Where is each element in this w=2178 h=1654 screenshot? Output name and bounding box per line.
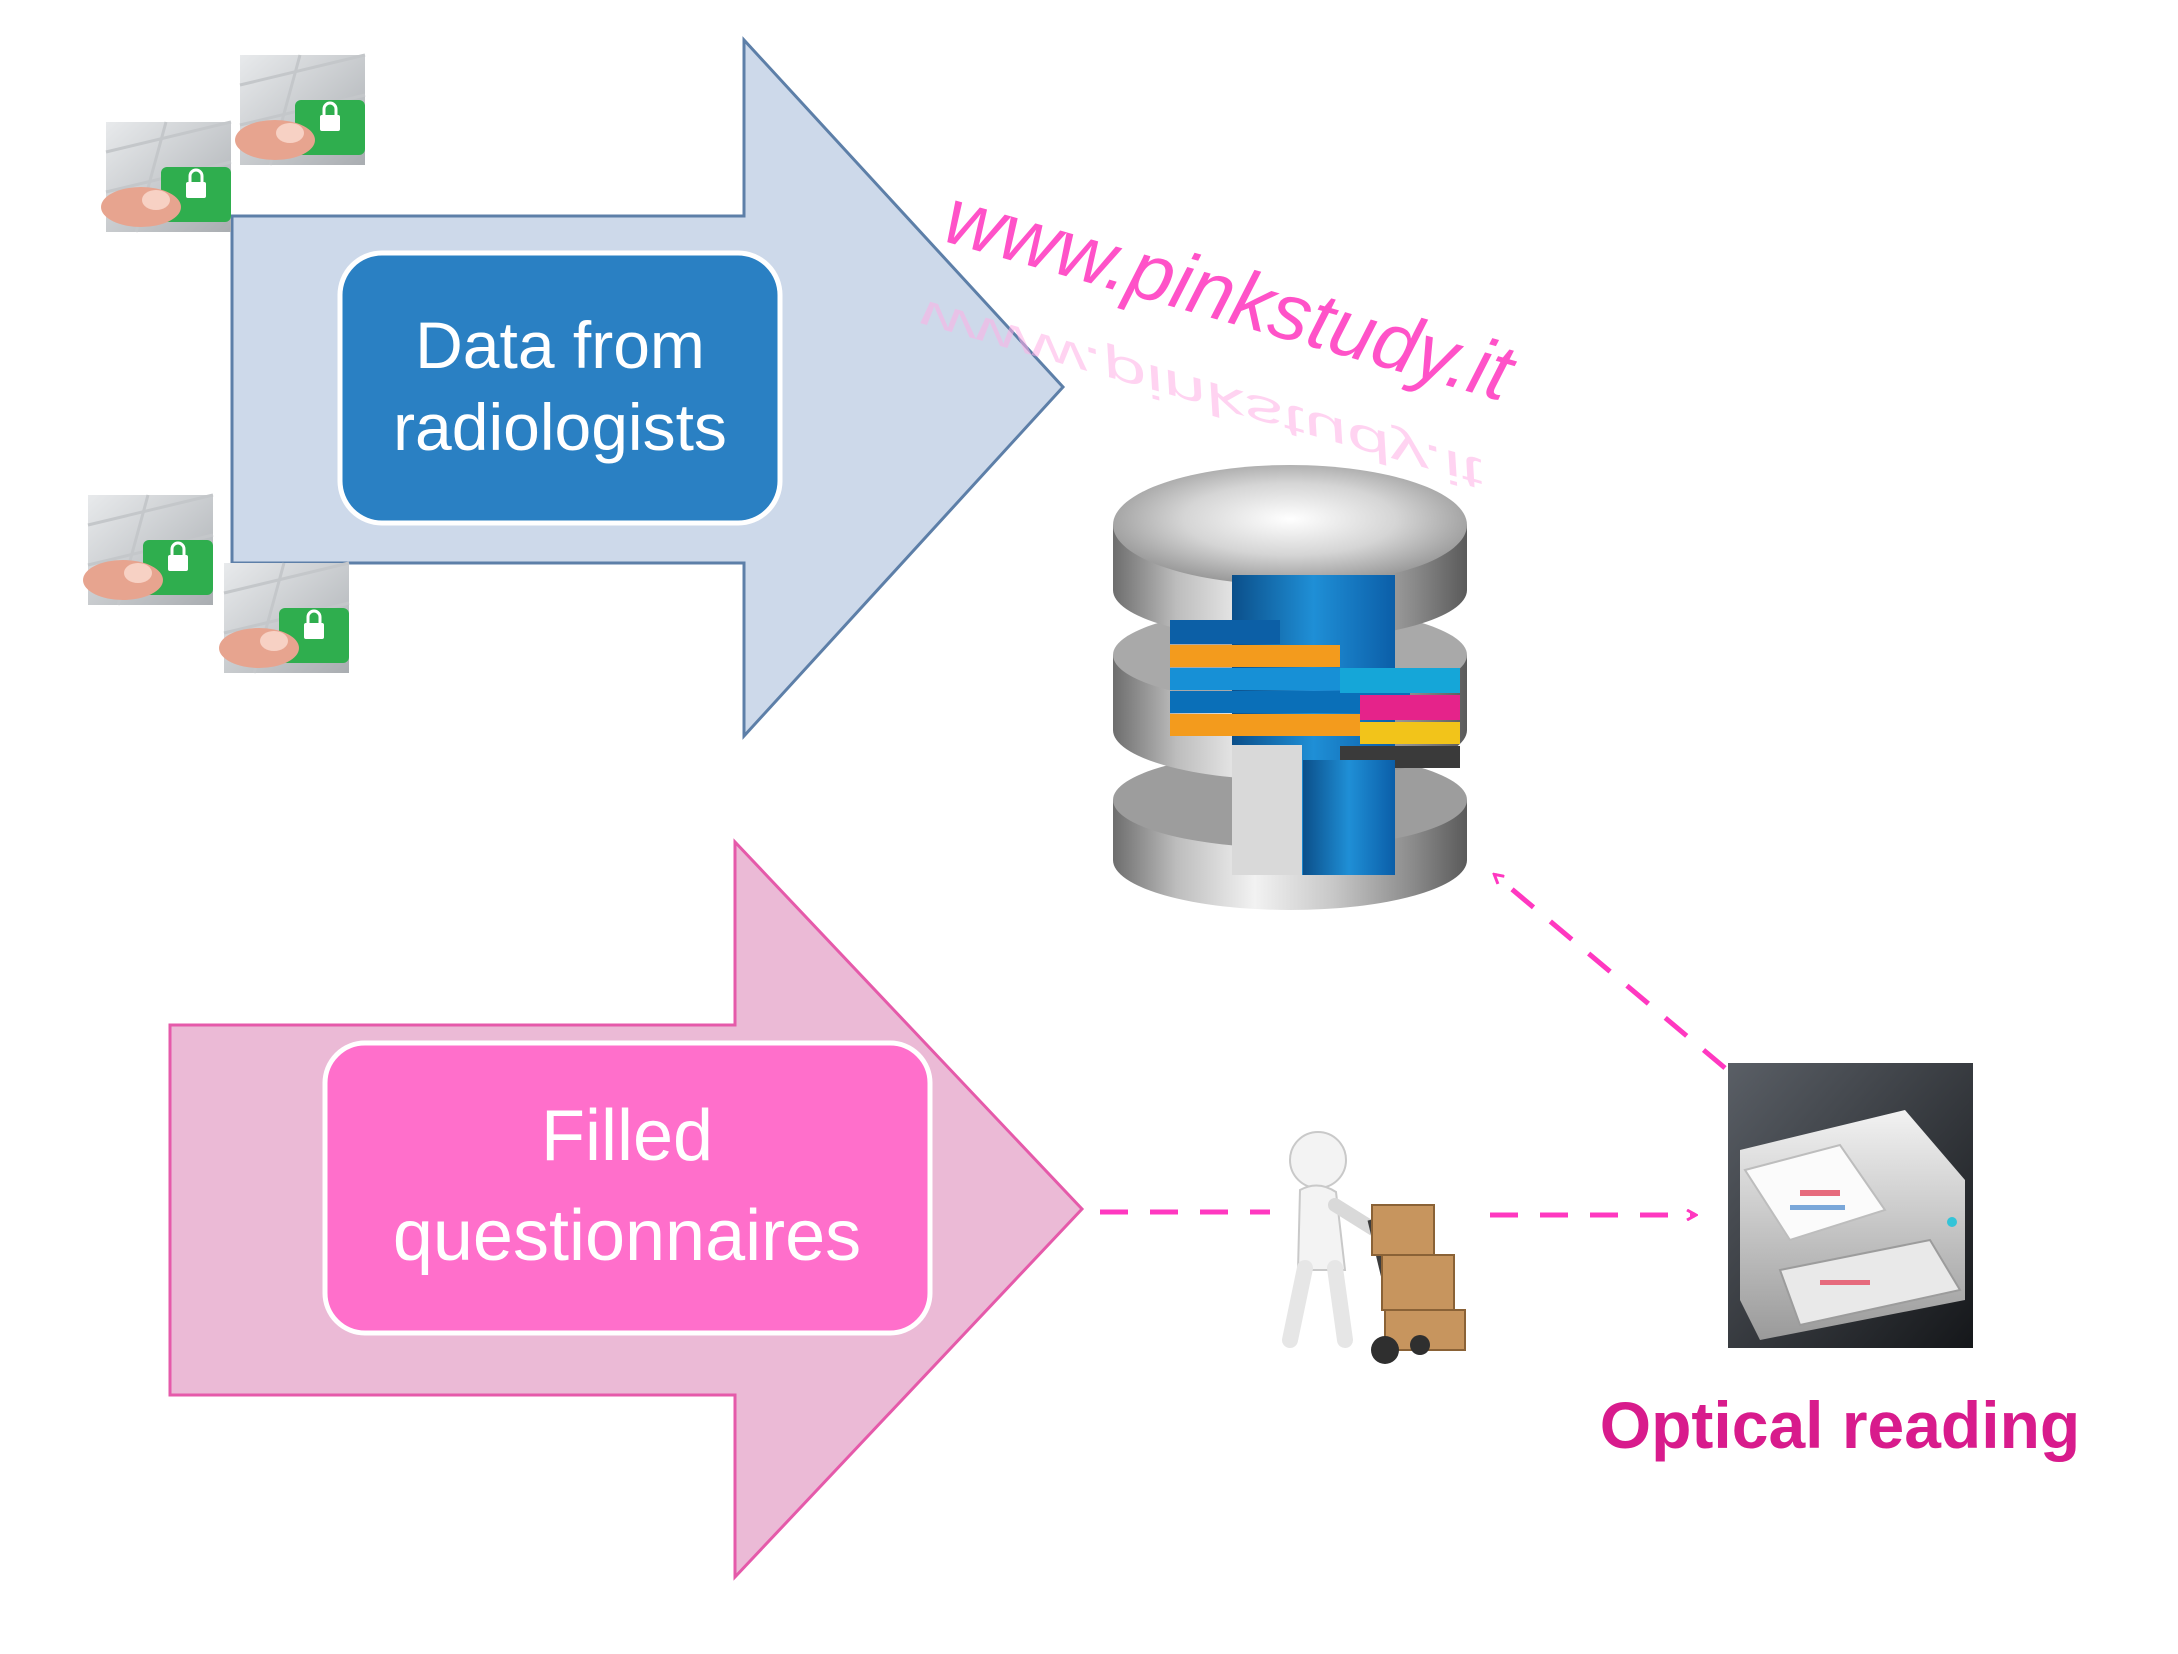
- svg-text:questionnaires: questionnaires: [393, 1196, 861, 1276]
- fingerprint-lock-key-icon: [233, 53, 367, 167]
- fingerprint-lock-key-icon: [99, 120, 233, 234]
- blue-flow-arrow: Data from radiologists: [230, 36, 1066, 740]
- optical-reading-caption: Optical reading: [1600, 1388, 2080, 1462]
- blue-box-line1: Data from: [415, 308, 705, 382]
- fingerprint-lock-key-icon: [81, 493, 215, 607]
- courier-with-boxes-icon: [1282, 1131, 1466, 1364]
- fingerprint-lock-key-icon: [217, 561, 351, 675]
- data-from-radiologists-box: [337, 250, 783, 526]
- document-scanner-icon: [1728, 1063, 1973, 1348]
- filled-questionnaires-box: [322, 1040, 933, 1336]
- svg-text:Filled: Filled: [541, 1096, 713, 1176]
- pink-box-line1: Filled: [541, 1096, 713, 1176]
- blue-box-line2: radiologists: [393, 390, 727, 464]
- pink-box-line2: questionnaires: [393, 1196, 861, 1276]
- database-icon: [1113, 465, 1467, 910]
- svg-text:radiologists: radiologists: [393, 390, 727, 464]
- svg-text:Data from: Data from: [415, 308, 705, 382]
- dashed-arrow-to-database: [1495, 875, 1727, 1070]
- pink-flow-arrow: Filled questionnaires: [168, 838, 1085, 1581]
